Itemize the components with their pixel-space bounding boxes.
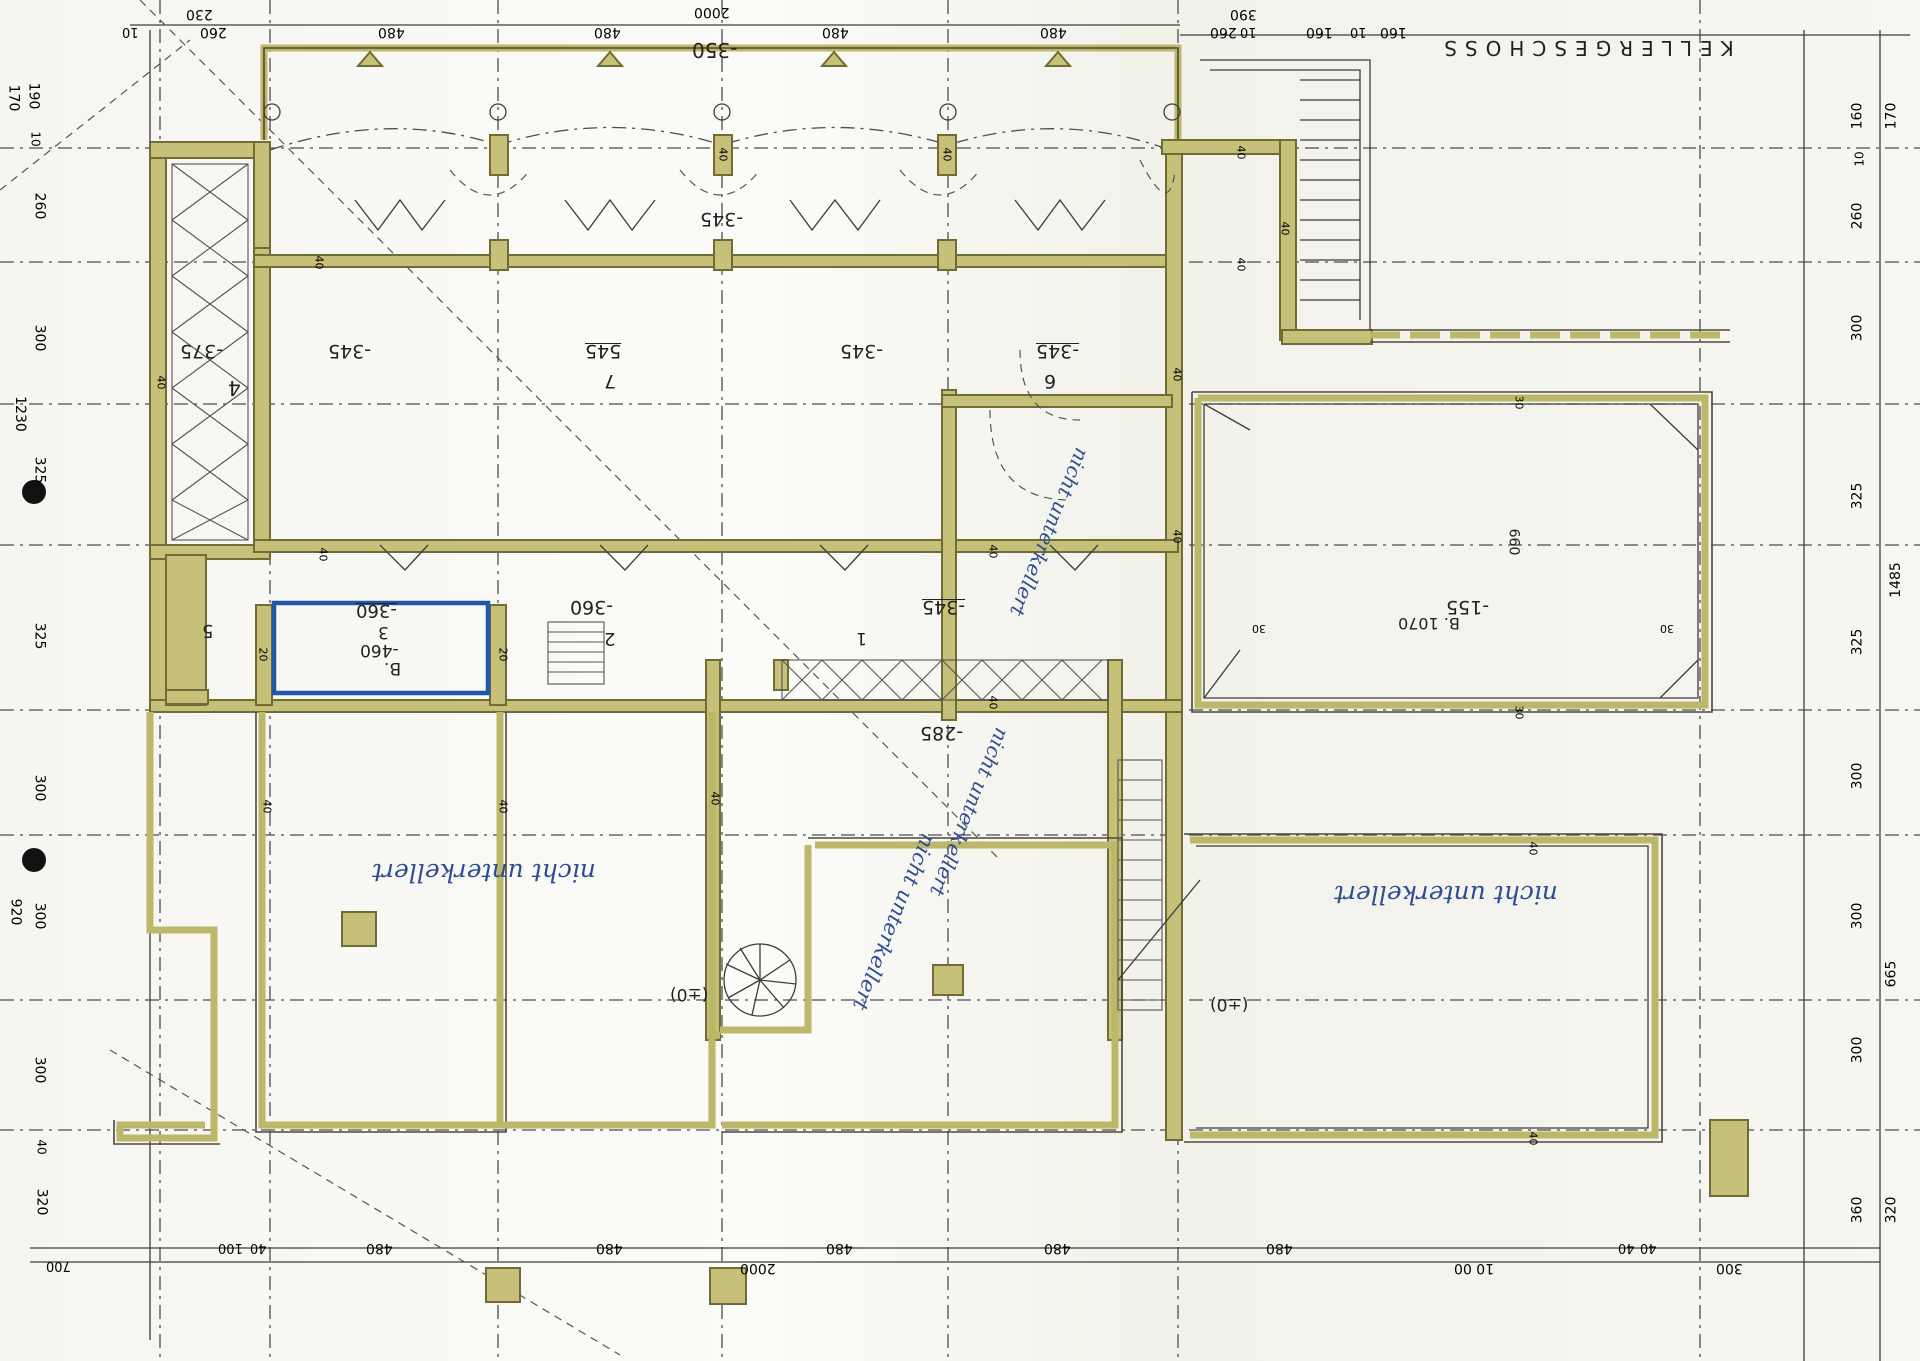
wall-label-7: 40 (1234, 257, 1248, 272)
wall-label-20: 30 (1252, 622, 1266, 635)
wall-label-5: 40 (940, 147, 954, 162)
wall-label-21: 30 (1660, 622, 1674, 635)
wall-label-1: 40 (154, 375, 168, 390)
wall-label-2: 40 (312, 255, 326, 270)
spiral-stair (723, 943, 797, 1017)
wall-label-19: 30 (1512, 705, 1526, 720)
wall-label-11: 40 (986, 544, 1000, 559)
wall-label-8: 40 (1278, 221, 1292, 236)
corridor-stair-hatch (781, 659, 1109, 701)
basement-walls (149, 134, 1283, 1141)
wall-label-15: 40 (708, 791, 722, 806)
wall-label-22: 40 (1526, 841, 1540, 856)
area-south-east (1184, 833, 1663, 1143)
area-south-west (113, 712, 1749, 1305)
upper-garage (260, 44, 1182, 151)
wall-label-18: 30 (1512, 395, 1526, 410)
wall-label-23: 40 (1526, 1131, 1540, 1146)
stairwell-east (1117, 759, 1201, 1011)
wall-label-13: 40 (260, 799, 274, 814)
wall-label-16: 20 (256, 647, 270, 662)
wall-label-10: 40 (1170, 529, 1184, 544)
wall-label-9: 40 (1170, 367, 1184, 382)
punch-hole-lower (22, 848, 46, 872)
punch-hole-upper (22, 480, 46, 504)
left-stair (171, 163, 249, 541)
wall-label-12: 40 (986, 695, 1000, 710)
wall-label-14: 40 (496, 799, 510, 814)
wall-label-4: 40 (716, 147, 730, 162)
room-3-highlight (271, 600, 491, 696)
wall-label-3: 40 (316, 547, 330, 562)
ramp-markings (354, 159, 1176, 571)
wall-label-17: 20 (496, 647, 510, 662)
wall-label-6: 40 (1234, 145, 1248, 160)
room-2-stair (547, 621, 605, 685)
room-big-east (1191, 391, 1713, 713)
exterior-stair-north (1200, 59, 1730, 345)
